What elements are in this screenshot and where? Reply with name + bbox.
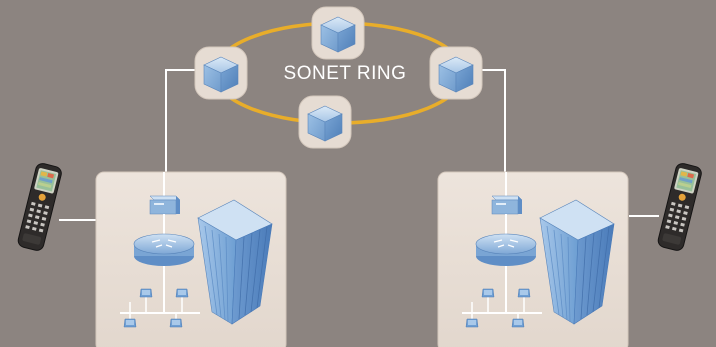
left-uplink-line (165, 69, 196, 178)
ring-node-right (429, 46, 483, 100)
left-handheld-icon (16, 161, 64, 253)
right-site-panel (438, 172, 628, 347)
left-site-panel (96, 172, 286, 347)
ring-node-left (194, 46, 248, 100)
sonet-ring-label: SONET RING (283, 63, 407, 84)
left-site-building-icon (96, 172, 286, 347)
ring-node-bottom (298, 95, 352, 149)
ring-node-top (311, 6, 365, 60)
right-uplink-line (480, 69, 506, 178)
uplink-lines (59, 69, 659, 221)
right-site-building-icon (438, 172, 628, 347)
right-handheld-icon (656, 161, 704, 253)
left-handheld-device (16, 161, 64, 253)
right-handheld-device (656, 161, 704, 253)
